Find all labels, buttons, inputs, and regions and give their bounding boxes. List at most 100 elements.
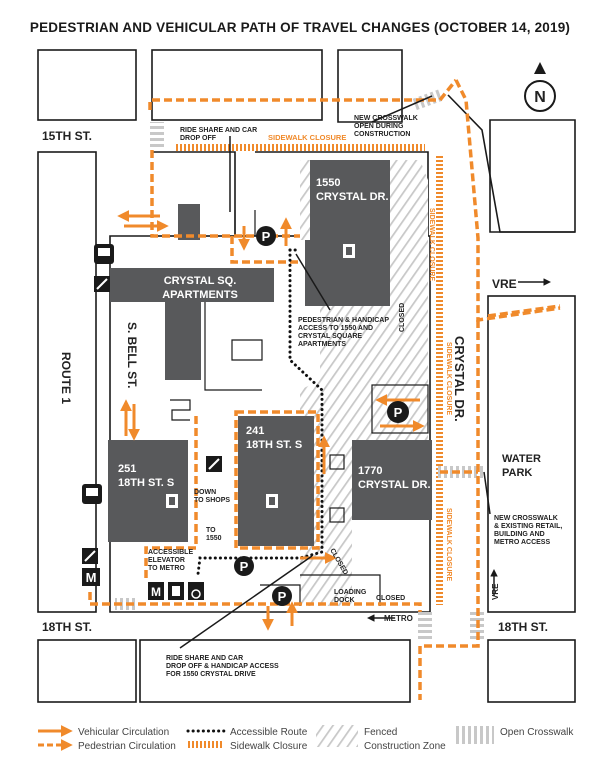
block-se — [487, 639, 576, 703]
ped-15th — [148, 78, 458, 110]
legend-accessible: Accessible Route — [186, 727, 308, 738]
legend: Vehicular Circulation Pedestrian Circula… — [38, 725, 574, 752]
building-entry-icon-241 — [266, 494, 278, 508]
svg-text:Open Crosswalk: Open Crosswalk — [500, 727, 574, 738]
building-labels: 1550 CRYSTAL DR. CRYSTAL SQ. APARTMENTS … — [118, 177, 541, 491]
svg-text:CRYSTAL DR.: CRYSTAL DR. — [358, 479, 431, 491]
block-nw — [37, 49, 137, 121]
building-crystal-sq — [110, 268, 274, 302]
svg-text:PARK: PARK — [502, 467, 532, 479]
block-water-park — [487, 295, 576, 613]
svg-text:18TH ST. S: 18TH ST. S — [118, 477, 174, 489]
svg-text:CRYSTAL DR.: CRYSTAL DR. — [316, 191, 389, 203]
svg-text:18TH ST. S: 18TH ST. S — [246, 439, 302, 451]
svg-text:RIDE SHARE AND CAR: RIDE SHARE AND CAR — [180, 127, 257, 134]
svg-text:Fenced: Fenced — [364, 727, 397, 738]
parking-icon-bottom: P — [272, 586, 292, 606]
street-metro: METRO — [384, 614, 413, 623]
svg-text:& EXISTING RETAIL,: & EXISTING RETAIL, — [494, 523, 562, 530]
svg-text:SIDEWALK CLOSURE: SIDEWALK CLOSURE — [268, 133, 346, 142]
buildings — [108, 160, 432, 546]
svg-text:OPEN DURING: OPEN DURING — [354, 123, 404, 130]
parking-icon-bottom-left: P — [234, 556, 254, 576]
svg-text:Pedestrian Circulation: Pedestrian Circulation — [78, 741, 176, 752]
block-sw — [37, 639, 137, 703]
open-crosswalks — [115, 89, 486, 642]
metro-icon-left: M — [82, 568, 100, 586]
street-vre-small: VRE — [491, 583, 500, 600]
block-ne-diag — [447, 94, 575, 233]
svg-text:RIDE SHARE AND CAR: RIDE SHARE AND CAR — [166, 655, 243, 662]
metro-icon-elevator: M — [148, 582, 164, 600]
svg-text:APARTMENTS: APARTMENTS — [162, 289, 238, 301]
svg-text:APARTMENTS: APARTMENTS — [298, 341, 346, 348]
svg-text:241: 241 — [246, 425, 264, 437]
svg-text:Vehicular Circulation: Vehicular Circulation — [78, 727, 169, 738]
svg-text:P: P — [240, 559, 249, 574]
svg-text:PEDESTRIAN & HANDICAP: PEDESTRIAN & HANDICAP — [298, 317, 389, 324]
building-crystal-sq-tower — [178, 204, 200, 240]
parking-icon-top: P — [256, 226, 276, 246]
crosswalk-crystal — [438, 466, 486, 478]
legend-vehicular: Vehicular Circulation — [38, 725, 169, 738]
bus-icon-bottom — [82, 484, 102, 504]
svg-text:WATER: WATER — [502, 453, 541, 465]
elevator-icon — [168, 582, 184, 600]
building-crystal-sq-leg — [165, 300, 201, 380]
leader-top — [371, 95, 433, 123]
direction-arrows — [179, 95, 551, 649]
svg-text:1770: 1770 — [358, 465, 382, 477]
north-arrow-icon: N — [524, 62, 556, 112]
annotation-labels: NEW CROSSWALK OPEN DURING CONSTRUCTION R… — [148, 115, 562, 678]
legend-sidewalk-closure: Sidewalk Closure — [188, 741, 308, 752]
leader-ped — [295, 253, 331, 311]
svg-text:Construction Zone: Construction Zone — [364, 741, 446, 752]
building-entry-icon-1550 — [343, 244, 355, 258]
wheelchair-icon — [188, 582, 204, 600]
svg-text:DOCK: DOCK — [334, 597, 355, 604]
map-title: PEDESTRIAN AND VEHICULAR PATH OF TRAVEL … — [29, 20, 571, 35]
svg-text:ACCESS TO 1550 AND: ACCESS TO 1550 AND — [298, 325, 373, 332]
escalator-icon-top — [94, 276, 110, 292]
svg-text:ELEVATOR: ELEVATOR — [148, 557, 185, 564]
legend-crosswalk: Open Crosswalk — [454, 726, 574, 744]
transit-icons: M M — [82, 244, 222, 600]
ped-241-loop — [234, 410, 320, 550]
crosswalk-18th-right — [418, 612, 432, 642]
svg-text:METRO ACCESS: METRO ACCESS — [494, 539, 550, 546]
street-15th: 15TH ST. — [42, 129, 92, 143]
crosswalk-15th-left — [150, 122, 164, 150]
building-entrance-icons — [166, 244, 355, 508]
parking-icon-right: P — [387, 401, 409, 423]
svg-text:SIDEWALK CLOSURE: SIDEWALK CLOSURE — [428, 208, 435, 281]
ped-water-arrow — [487, 304, 561, 318]
svg-text:CONSTRUCTION: CONSTRUCTION — [354, 131, 410, 138]
street-crystal: CRYSTAL DR. — [452, 336, 467, 422]
svg-text:SIDEWALK CLOSURE: SIDEWALK CLOSURE — [445, 342, 452, 415]
svg-text:DROP OFF & HANDICAP ACCESS: DROP OFF & HANDICAP ACCESS — [166, 663, 279, 670]
svg-text:DROP OFF: DROP OFF — [180, 135, 217, 142]
ped-ne-down — [454, 79, 561, 323]
building-entry-icon-251 — [166, 494, 178, 508]
block-ne — [489, 119, 576, 233]
street-vre: VRE — [492, 277, 517, 291]
block-s-mid — [139, 639, 411, 703]
closure-right — [436, 155, 443, 605]
vehicular-routes — [117, 210, 425, 631]
building-241 — [238, 416, 314, 546]
legend-fenced: Fenced Construction Zone — [316, 725, 446, 752]
svg-text:NEW CROSSWALK: NEW CROSSWALK — [494, 515, 558, 522]
svg-text:M: M — [86, 570, 97, 585]
closure-top — [175, 144, 425, 151]
svg-text:P: P — [262, 229, 271, 244]
escalator-icon-mid — [206, 456, 222, 472]
parking-icons: P P P P — [234, 226, 409, 606]
svg-text:NEW CROSSWALK: NEW CROSSWALK — [354, 115, 418, 122]
svg-text:DOWN: DOWN — [194, 489, 216, 496]
sidewalk-closures — [175, 144, 443, 605]
legend-pedestrian: Pedestrian Circulation — [38, 739, 176, 752]
svg-text:ACCESSIBLE: ACCESSIBLE — [148, 549, 193, 556]
building-251 — [108, 440, 188, 542]
street-18th-left: 18TH ST. — [42, 620, 92, 634]
